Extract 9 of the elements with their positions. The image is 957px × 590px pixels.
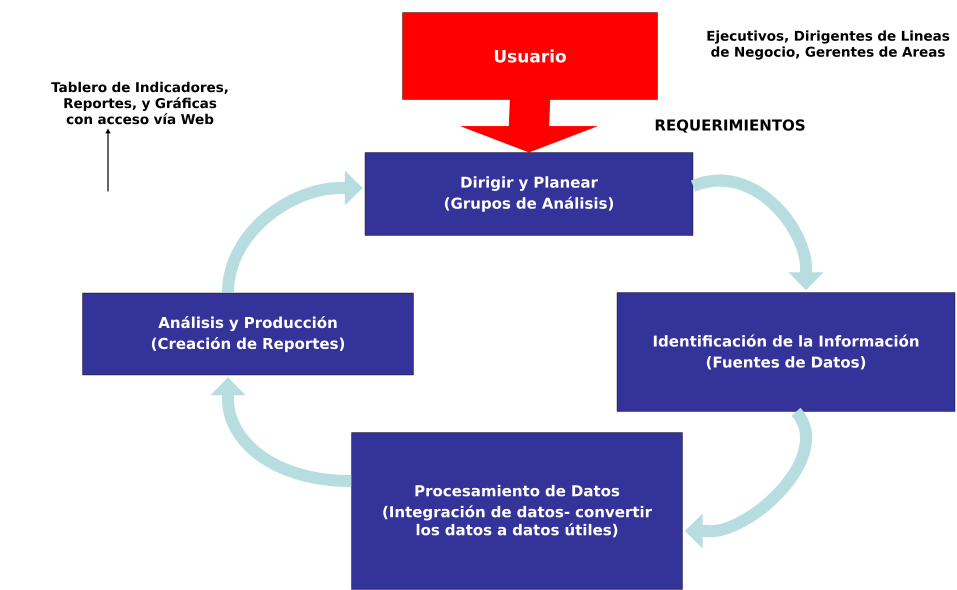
block-arrow bbox=[460, 100, 598, 152]
label-text: REQUERIMIENTOS bbox=[656, 119, 804, 133]
label-text: Ejecutivos, Dirigentes de Lineas de Negocio, Gerentes de Areas bbox=[707, 30, 950, 60]
annotation-text: Tablero de Indicadores, Reportes, y Gráficas con acceso vía Web bbox=[51, 82, 228, 124]
process-box: Dirigir y Planear (Grupos de Análisis) bbox=[364, 152, 694, 236]
process-box: Procesamiento de Datos (Integración de datos- convertir los datos a datos útiles) bbox=[351, 432, 683, 590]
process-box: Análisis y Producción (Creación de Reportes) bbox=[82, 292, 414, 376]
process-box: Identificación de la Información (Fuentes de Datos) bbox=[616, 292, 956, 412]
user-box: Usuario bbox=[402, 12, 658, 100]
